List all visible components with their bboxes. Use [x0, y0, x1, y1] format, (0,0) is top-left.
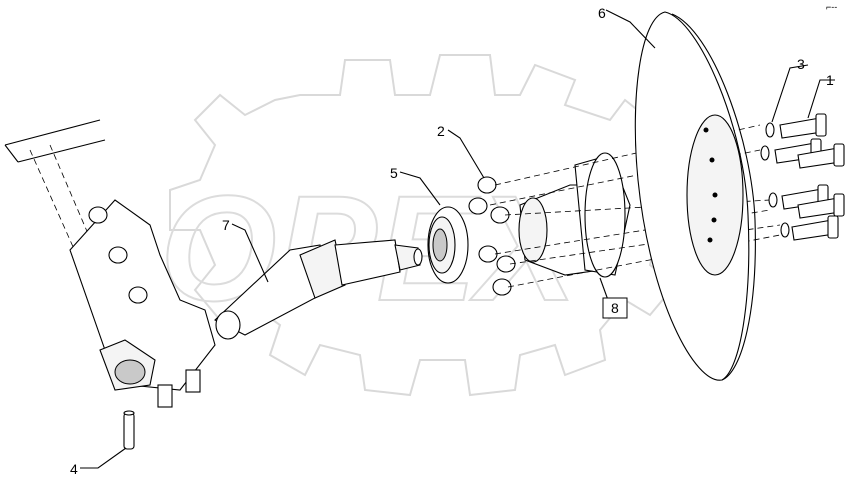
leader-2 — [447, 129, 485, 179]
leader-7 — [231, 223, 269, 283]
callout-5: 5 — [390, 165, 398, 181]
disc — [634, 11, 756, 381]
callout-4: 4 — [70, 461, 78, 477]
washers — [760, 122, 790, 238]
shaft — [214, 239, 423, 340]
leader-4 — [80, 447, 127, 469]
callout-8: 8 — [611, 300, 619, 316]
nuts — [468, 176, 516, 296]
leader-1 — [807, 79, 835, 119]
callout-labels: 6 3 1 2 5 7 4 8 ⌐-- — [70, 2, 837, 477]
leader-6 — [605, 9, 656, 49]
callout-6: 6 — [598, 5, 606, 21]
leader-lines — [80, 9, 835, 469]
corner-mark: ⌐-- — [826, 2, 837, 12]
callout-1: 1 — [826, 72, 834, 88]
leader-5 — [399, 171, 441, 206]
leader-8 — [599, 277, 609, 301]
frame-bracket — [4, 119, 216, 408]
callout-8-box — [602, 297, 628, 319]
pin — [123, 410, 135, 450]
callout-3: 3 — [797, 56, 805, 72]
bolts — [774, 113, 845, 241]
callout-2: 2 — [437, 123, 445, 139]
callout-7: 7 — [222, 217, 230, 233]
leader-3 — [771, 64, 809, 123]
bearing — [427, 206, 469, 284]
